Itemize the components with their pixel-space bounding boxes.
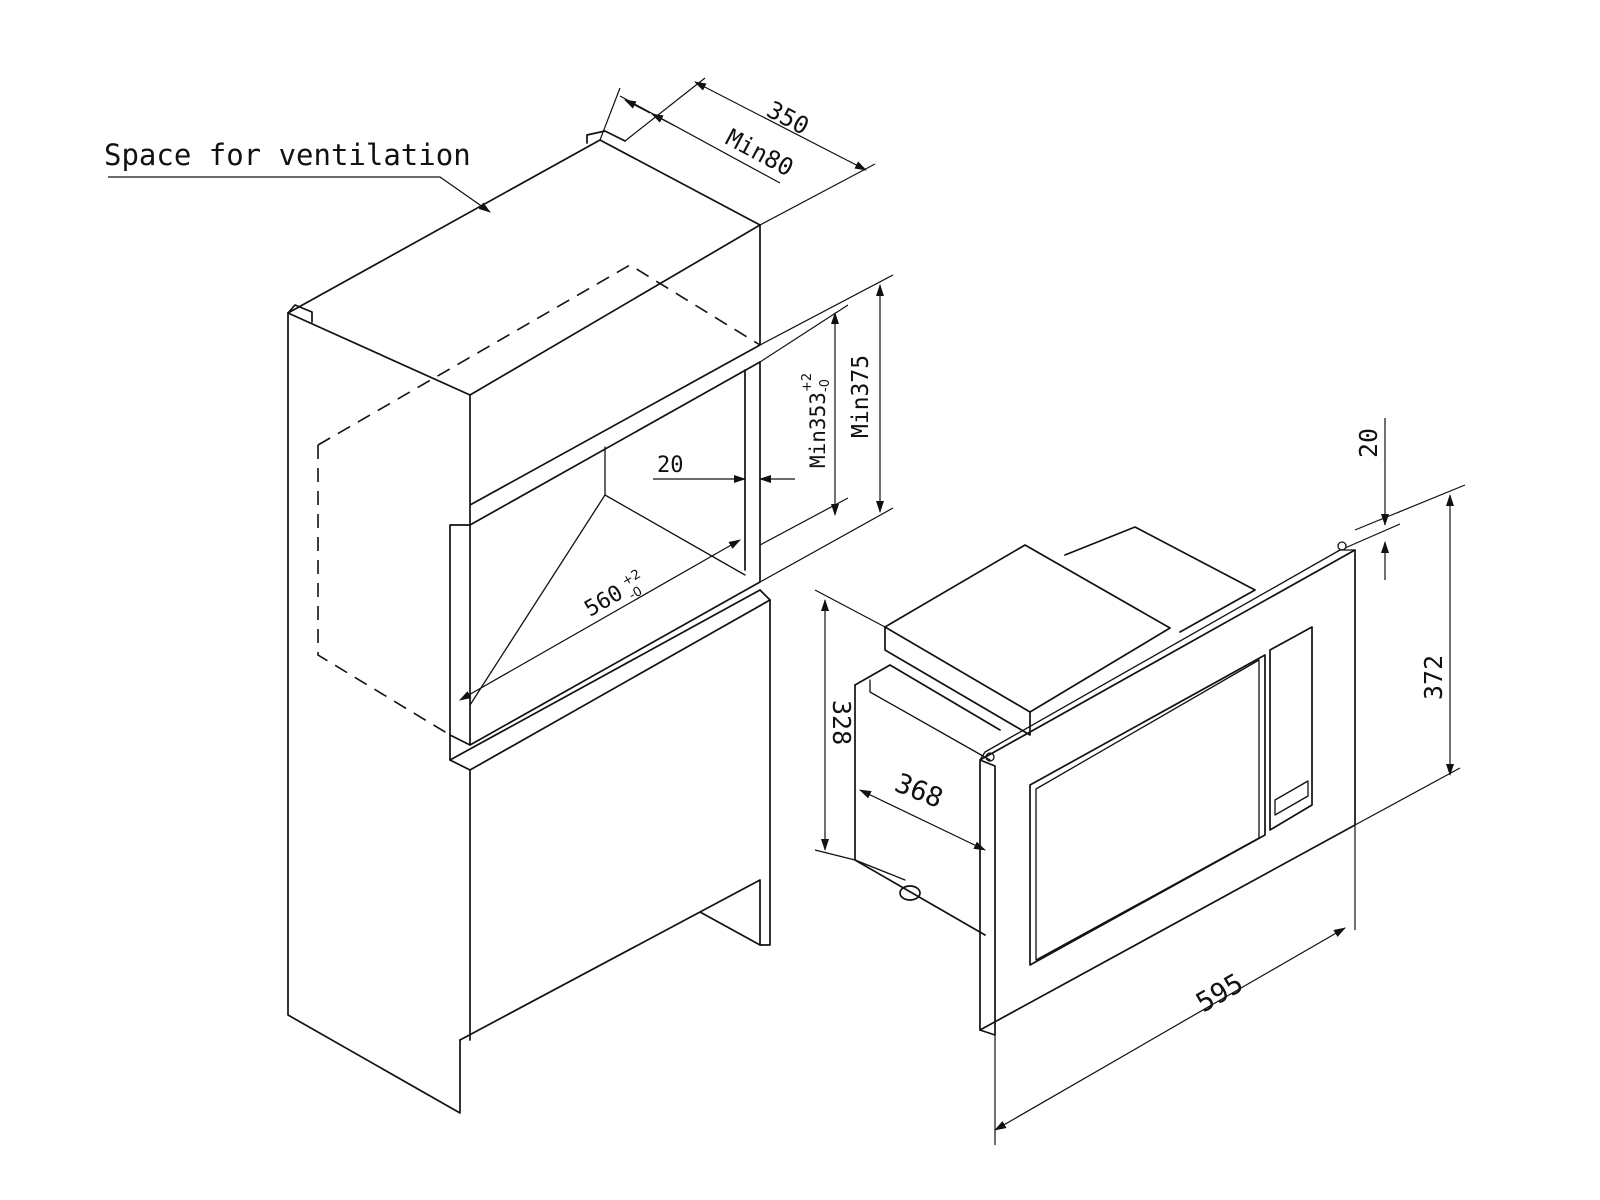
cabinet-left-panel [287,312,461,1114]
dim-height-372: 372 [1354,494,1461,826]
dim-372-label: 372 [1419,655,1448,700]
dim-cabinet-heights: Min375 Min353 +2 -0 [759,274,894,583]
dim-368-line [859,789,986,851]
ext-375-bottom [759,507,894,583]
dim-frame-top: 20 [1344,418,1466,580]
ventilation-leader [108,176,491,213]
microwave-window [1029,654,1266,966]
cabinet-bottom-kick [459,879,761,1041]
dim-min80-arrow-b [651,113,676,127]
cabinet-top-lip [287,304,313,323]
cabinet-top-box [287,139,761,506]
ext-372-bottom [1354,767,1461,826]
dim-width-595: 595 [994,825,1356,1145]
cabinet-lower-right [759,599,771,946]
cabinet [287,130,771,1114]
microwave-top-block-side [884,626,1031,736]
ext-328-top [814,589,886,628]
dim-560-label: 560 [581,581,628,623]
dim-560-line [459,539,741,701]
dim-595-line [994,927,1346,1131]
hidden-left [317,445,451,736]
dim-gap-label: 20 [657,453,684,478]
dim-368-label: 368 [890,768,947,815]
ext-328-bottom [814,849,856,861]
ext-line-b [759,163,876,226]
ext-frame-inner [1344,523,1401,549]
ext-frame-top [1354,484,1466,531]
ext-line-a [599,87,621,141]
ventilation-label: Space for ventilation [104,138,471,172]
niche-top-edge [469,361,761,526]
niche-shelf-edge [449,589,771,771]
microwave-foot [899,885,921,901]
cabinet-top-edge [469,224,761,396]
ext-line-c [624,77,706,142]
cabinet-back-lip [586,130,626,144]
niche-shelf-front [449,589,761,761]
microwave-body-base [854,859,906,881]
microwave-frame-top [979,549,1356,761]
dim-353-sub: -0 [818,379,833,392]
microwave-frame-screw-r [1337,541,1347,551]
dim-350-line [694,81,867,171]
microwave-frame-edge [979,759,996,1036]
dim-depth-368: 368 [859,768,986,851]
dim-min80-arrow-a [624,99,651,114]
microwave-window-inner [1035,659,1260,961]
dim-height-328: 328 [814,589,886,861]
microwave-button [1274,780,1309,816]
dim-350-label: 350 [762,96,813,141]
ventilation-callout: Space for ventilation [104,138,491,213]
dim-cabinet-gap: 20 [653,453,795,483]
dim-560-sup: +2 [620,567,644,590]
dim-328-label: 328 [827,700,856,745]
microwave-top-block [884,544,1171,713]
dim-frame-label: 20 [1354,428,1383,458]
microwave-body-lip [869,679,991,761]
dim-375-label: Min375 [848,355,874,438]
microwave-control-panel [1269,626,1313,831]
dim-niche-width: 560 +2 -0 [459,539,741,701]
hidden-top [317,264,761,446]
dim-353-label: Min353 [806,392,830,468]
microwave-top-rear [1064,526,1256,633]
dim-min80-line [619,95,781,184]
microwave-body-top [854,664,1001,731]
dim-depth-top: 350 Min80 [599,77,876,226]
microwave-frame-screw-l [985,752,995,762]
ext-375-top [759,274,894,346]
niche-left-frame [449,524,471,746]
dim-353-sup: +2 [800,373,815,392]
microwave-body-side [854,684,986,936]
